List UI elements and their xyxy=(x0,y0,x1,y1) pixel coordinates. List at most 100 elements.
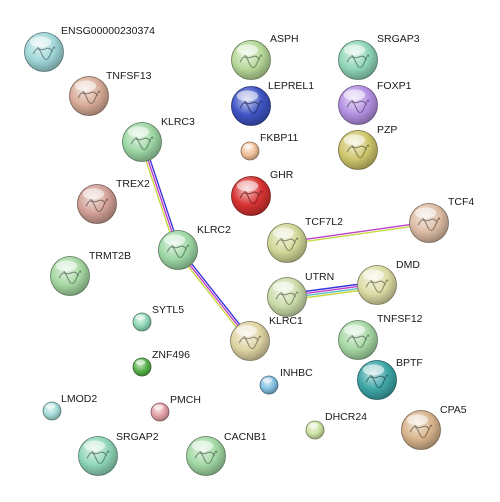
sphere-highlight xyxy=(362,269,385,281)
node-dhcr24[interactable]: DHCR24 xyxy=(305,411,367,440)
node-layer: ENSG00000230374TNFSF13KLRC3TREX2KLRC2TRM… xyxy=(24,25,475,476)
sphere-highlight xyxy=(272,227,295,239)
sphere-highlight xyxy=(236,90,259,102)
node-label: KLRC1 xyxy=(269,315,303,327)
node-trmt2b[interactable]: TRMT2B xyxy=(50,250,132,296)
node-label: TREX2 xyxy=(116,178,150,190)
node-cacnb1[interactable]: CACNB1 xyxy=(186,431,267,476)
node-sytl5[interactable]: SYTL5 xyxy=(132,304,184,332)
protein-structure-icon xyxy=(275,291,299,306)
node-bptf[interactable]: BPTF xyxy=(357,357,423,400)
sphere-highlight xyxy=(236,180,259,192)
sphere-highlight xyxy=(153,404,164,410)
node-label: SRGAP2 xyxy=(116,431,159,443)
node-utrn[interactable]: UTRN xyxy=(267,271,335,317)
node-label: TNFSF12 xyxy=(377,313,423,325)
node-tcf7l2[interactable]: TCF7L2 xyxy=(267,216,344,263)
sphere-highlight xyxy=(272,281,295,293)
protein-structure-icon xyxy=(417,217,441,232)
node-ensg00000230374[interactable]: ENSG00000230374 xyxy=(24,25,156,72)
node-cpa5[interactable]: CPA5 xyxy=(401,404,467,450)
sphere-highlight xyxy=(236,44,259,56)
sphere-highlight xyxy=(343,324,366,336)
node-znf496[interactable]: ZNF496 xyxy=(132,349,190,377)
node-label: BPTF xyxy=(396,357,423,369)
node-label: GHR xyxy=(270,169,294,181)
sphere-highlight xyxy=(135,359,146,365)
node-tcf4[interactable]: TCF4 xyxy=(409,196,475,243)
node-label: SRGAP3 xyxy=(377,33,420,45)
sphere-highlight xyxy=(127,126,150,138)
node-label: ASPH xyxy=(270,33,299,45)
node-label: SYTL5 xyxy=(152,304,184,316)
node-srgap3[interactable]: SRGAP3 xyxy=(338,33,420,80)
protein-structure-icon xyxy=(130,136,154,151)
sphere-highlight xyxy=(343,44,366,56)
protein-structure-icon xyxy=(77,90,101,105)
evidence-line xyxy=(287,223,430,245)
node-pmch[interactable]: PMCH xyxy=(150,394,201,422)
node-label: ENSG00000230374 xyxy=(61,25,155,37)
protein-structure-icon xyxy=(346,334,370,349)
protein-structure-icon xyxy=(239,190,263,205)
node-label: PZP xyxy=(377,124,397,136)
protein-structure-icon xyxy=(275,237,299,252)
sphere-highlight xyxy=(235,325,258,337)
sphere-highlight xyxy=(343,134,366,146)
node-leprel1[interactable]: LEPREL1 xyxy=(231,80,315,126)
node-srgap2[interactable]: SRGAP2 xyxy=(78,431,159,476)
node-inhbc[interactable]: INHBC xyxy=(259,367,313,395)
sphere-highlight xyxy=(191,440,214,452)
sphere-highlight xyxy=(414,207,437,219)
protein-structure-icon xyxy=(32,46,56,61)
node-klrc3[interactable]: KLRC3 xyxy=(122,116,196,162)
protein-structure-icon xyxy=(58,270,82,285)
node-label: KLRC2 xyxy=(197,224,231,236)
sphere-highlight xyxy=(362,364,385,376)
node-label: KLRC3 xyxy=(161,116,195,128)
node-label: TCF4 xyxy=(448,196,474,208)
node-lmod2[interactable]: LMOD2 xyxy=(42,393,97,421)
protein-structure-icon xyxy=(365,374,389,389)
evidence-line xyxy=(286,221,429,243)
node-label: LEPREL1 xyxy=(268,80,314,92)
node-label: PMCH xyxy=(170,394,201,406)
sphere-highlight xyxy=(55,260,78,272)
node-tnfsf13[interactable]: TNFSF13 xyxy=(69,70,152,116)
node-label: TRMT2B xyxy=(89,250,131,262)
node-label: UTRN xyxy=(305,271,334,283)
node-dmd[interactable]: DMD xyxy=(357,259,421,305)
protein-structure-icon xyxy=(166,244,190,259)
node-foxp1[interactable]: FOXP1 xyxy=(338,80,412,125)
node-asph[interactable]: ASPH xyxy=(231,33,299,80)
sphere-highlight xyxy=(262,377,273,383)
protein-structure-icon xyxy=(85,198,109,213)
node-klrc2[interactable]: KLRC2 xyxy=(158,224,232,270)
node-label: FKBP11 xyxy=(260,132,298,144)
sphere-highlight xyxy=(74,80,97,92)
sphere-highlight xyxy=(82,188,105,200)
node-label: DHCR24 xyxy=(325,411,367,423)
protein-structure-icon xyxy=(239,54,263,69)
edge-tcf7l2-tcf4 xyxy=(286,221,430,245)
node-pzp[interactable]: PZP xyxy=(338,124,398,170)
sphere-highlight xyxy=(343,89,366,101)
node-label: CPA5 xyxy=(440,404,467,416)
protein-structure-icon xyxy=(346,99,370,114)
sphere-highlight xyxy=(83,440,106,452)
sphere-highlight xyxy=(135,314,146,320)
node-klrc1[interactable]: KLRC1 xyxy=(230,315,304,361)
sphere-highlight xyxy=(243,143,254,149)
node-label: ZNF496 xyxy=(152,349,190,361)
sphere-highlight xyxy=(29,36,52,48)
protein-structure-icon xyxy=(365,279,389,294)
node-tnfsf12[interactable]: TNFSF12 xyxy=(338,313,423,360)
node-fkbp11[interactable]: FKBP11 xyxy=(240,132,298,161)
protein-structure-icon xyxy=(239,100,263,115)
sphere-highlight xyxy=(45,403,56,409)
node-ghr[interactable]: GHR xyxy=(231,169,294,216)
node-trex2[interactable]: TREX2 xyxy=(77,178,151,224)
protein-structure-icon xyxy=(409,424,433,439)
node-label: TNFSF13 xyxy=(106,70,152,82)
protein-structure-icon xyxy=(346,54,370,69)
